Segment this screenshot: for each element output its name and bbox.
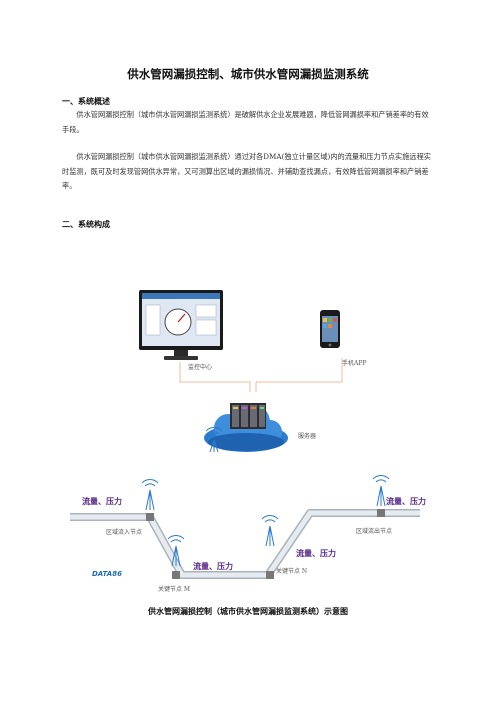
page-title: 供水管网漏损控制、城市供水管网漏损监测系统 bbox=[127, 67, 369, 81]
label-server: 服务器 bbox=[298, 433, 317, 440]
label-zone-inflow: 区域流入节点 bbox=[106, 529, 143, 536]
water-pipe bbox=[70, 509, 420, 579]
server-cloud-icon bbox=[204, 403, 288, 452]
section1-heading: 一、系统概述 bbox=[62, 97, 110, 106]
pipe-nodes bbox=[146, 509, 385, 579]
label-flow-pressure-node-m: 流量、压力 bbox=[193, 562, 233, 571]
antenna-icon bbox=[205, 427, 223, 453]
figure-caption: 供水管网漏损控制（城市供水管网漏损监测系统）示意图 bbox=[148, 607, 348, 616]
label-flow-pressure-outflow: 流量、压力 bbox=[386, 497, 426, 506]
label-key-node-m: 关键节点 M bbox=[158, 586, 191, 593]
section1-paragraph-1: 供水管网漏损控制（城市供水管网漏损监测系统）是破解供水企业发展难题，降低管网漏损… bbox=[62, 110, 429, 134]
monitor-icon bbox=[139, 290, 223, 360]
label-flow-pressure-node-n: 流量、压力 bbox=[296, 549, 336, 558]
network-links bbox=[179, 358, 343, 392]
pipe-antenna-icons bbox=[141, 475, 390, 567]
section1-paragraph-2: 供水管网漏损控制（城市供水管网漏损监测系统）通过对各DMA(独立计量区域)内的流… bbox=[62, 152, 431, 190]
label-key-node-n: 关键节点 N bbox=[276, 568, 308, 575]
label-flow-pressure-inflow: 流量、压力 bbox=[82, 497, 122, 506]
phone-icon bbox=[320, 310, 340, 348]
label-mobile-app: 手机APP bbox=[342, 360, 367, 367]
section2-heading: 二、系统构成 bbox=[62, 220, 110, 229]
brand-logo: DATA86 bbox=[92, 570, 122, 578]
label-monitor-center: 监控中心 bbox=[188, 364, 213, 371]
label-zone-outflow: 区域流出节点 bbox=[356, 528, 393, 535]
